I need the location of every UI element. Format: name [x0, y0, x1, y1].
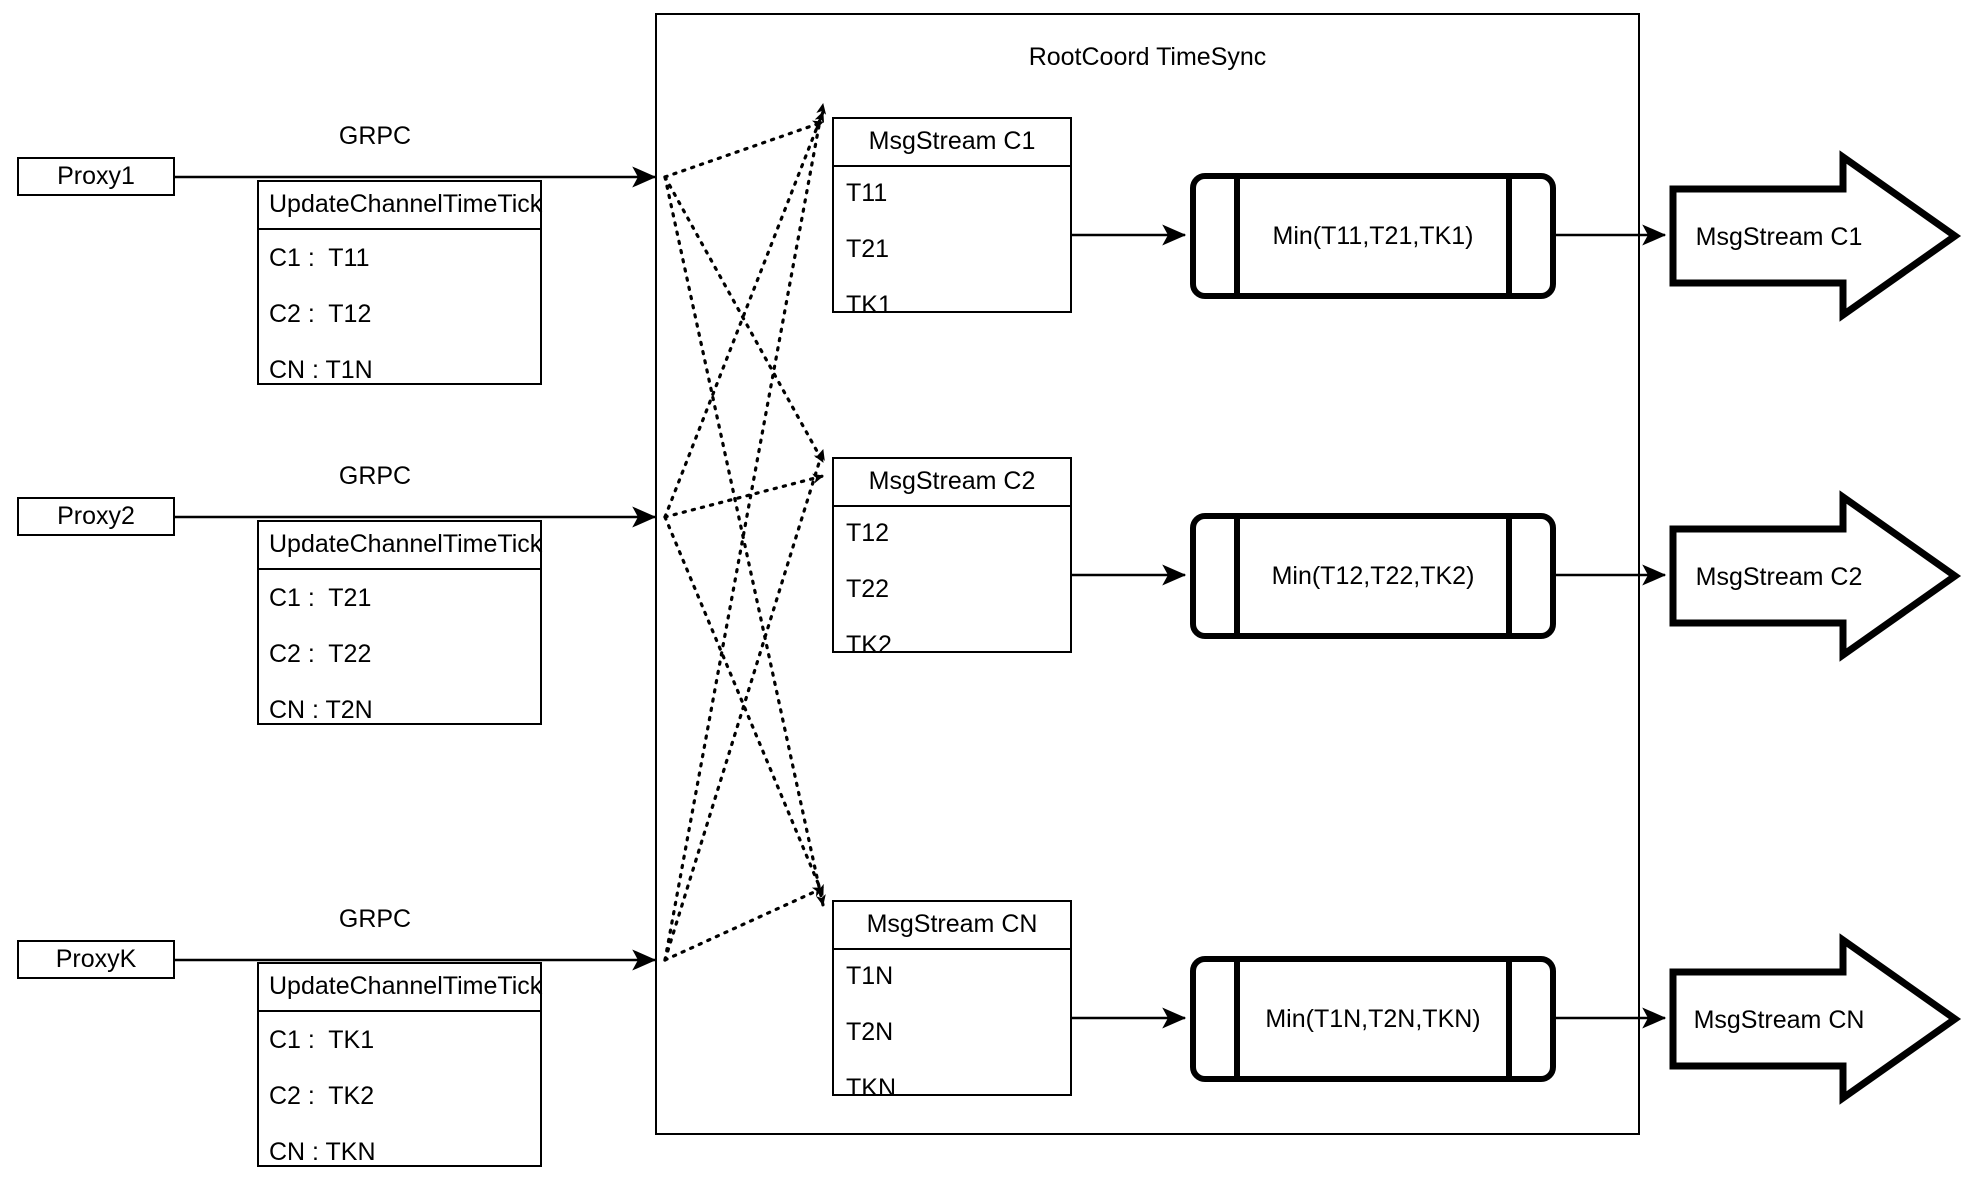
msgstream-header-cn: MsgStream CN	[834, 902, 1070, 950]
min-process-label-3: Min(T1N,T2N,TKN)	[1265, 1005, 1481, 1033]
output-block-arrow-2	[1669, 490, 1962, 662]
msgstream-table-c2: MsgStream C2 T12 T22 TK2	[832, 457, 1072, 659]
uct-header-k: UpdateChannelTimeTick	[259, 964, 542, 1012]
uct-row: C2 : T22	[269, 640, 372, 668]
msgstream-header-c2: MsgStream C2	[834, 459, 1070, 507]
update-channel-time-tick-table-2: UpdateChannelTimeTick C1 : T21 C2 : T22 …	[257, 520, 542, 725]
uct-row: CN : T1N	[269, 356, 373, 384]
msgstream-body-cn: T1N T2N TKN	[834, 950, 1070, 1113]
update-channel-time-tick-table-1: UpdateChannelTimeTick C1 : T11 C2 : T12 …	[257, 180, 542, 385]
min-subprocess-shape-2	[1190, 513, 1556, 639]
uct-body-2: C1 : T21 C2 : T22 CN : T2N	[259, 570, 540, 735]
proxy-box-k[interactable]: ProxyK	[17, 940, 175, 979]
msgstream-body-c2: T12 T22 TK2	[834, 507, 1070, 670]
uct-row: C2 : TK2	[269, 1082, 375, 1110]
output-block-arrow-1	[1669, 150, 1962, 322]
uct-row: C2 : T12	[269, 300, 372, 328]
uct-row: C1 : T11	[269, 244, 370, 272]
msgstream-header-c1: MsgStream C1	[834, 119, 1070, 167]
proxy-box-2[interactable]: Proxy2	[17, 497, 175, 536]
proxy-box-1[interactable]: Proxy1	[17, 157, 175, 196]
msgstream-table-cn: MsgStream CN T1N T2N TKN	[832, 900, 1072, 1102]
uct-header-1: UpdateChannelTimeTick	[259, 182, 542, 230]
update-channel-time-tick-table-k: UpdateChannelTimeTick C1 : TK1 C2 : TK2 …	[257, 962, 542, 1167]
grpc-label-2: GRPC	[338, 462, 412, 490]
uct-row: CN : TKN	[269, 1138, 376, 1166]
msgstream-row: T1N	[846, 962, 894, 990]
uct-body-1: C1 : T11 C2 : T12 CN : T1N	[259, 230, 540, 395]
uct-row: C1 : TK1	[269, 1026, 375, 1054]
msgstream-table-c1: MsgStream C1 T11 T21 TK1	[832, 117, 1072, 319]
min-process-label-2: Min(T12,T22,TK2)	[1271, 562, 1475, 590]
min-subprocess-shape-1	[1190, 173, 1556, 299]
output-stream-label-1: MsgStream C1	[1695, 223, 1863, 251]
msgstream-row: TK2	[846, 631, 892, 659]
min-subprocess-shape-3	[1190, 956, 1556, 1082]
uct-row: CN : T2N	[269, 696, 373, 724]
msgstream-row: T21	[846, 235, 890, 263]
uct-row: C1 : T21	[269, 584, 372, 612]
output-stream-label-2: MsgStream C2	[1695, 563, 1863, 591]
msgstream-row: TKN	[846, 1074, 896, 1102]
msgstream-row: T22	[846, 575, 890, 603]
msgstream-row: TK1	[846, 291, 892, 319]
msgstream-row: T2N	[846, 1018, 894, 1046]
msgstream-row: T11	[846, 179, 888, 207]
uct-header-2: UpdateChannelTimeTick	[259, 522, 542, 570]
msgstream-body-c1: T11 T21 TK1	[834, 167, 1070, 330]
grpc-label-1: GRPC	[338, 122, 412, 150]
output-block-arrow-3	[1669, 933, 1962, 1105]
output-stream-label-3: MsgStream CN	[1693, 1006, 1865, 1034]
uct-body-k: C1 : TK1 C2 : TK2 CN : TKN	[259, 1012, 540, 1177]
msgstream-row: T12	[846, 519, 890, 547]
rootcoord-timesync-title: RootCoord TimeSync	[1028, 43, 1267, 71]
min-process-label-1: Min(T11,T21,TK1)	[1272, 222, 1474, 250]
grpc-label-k: GRPC	[338, 905, 412, 933]
